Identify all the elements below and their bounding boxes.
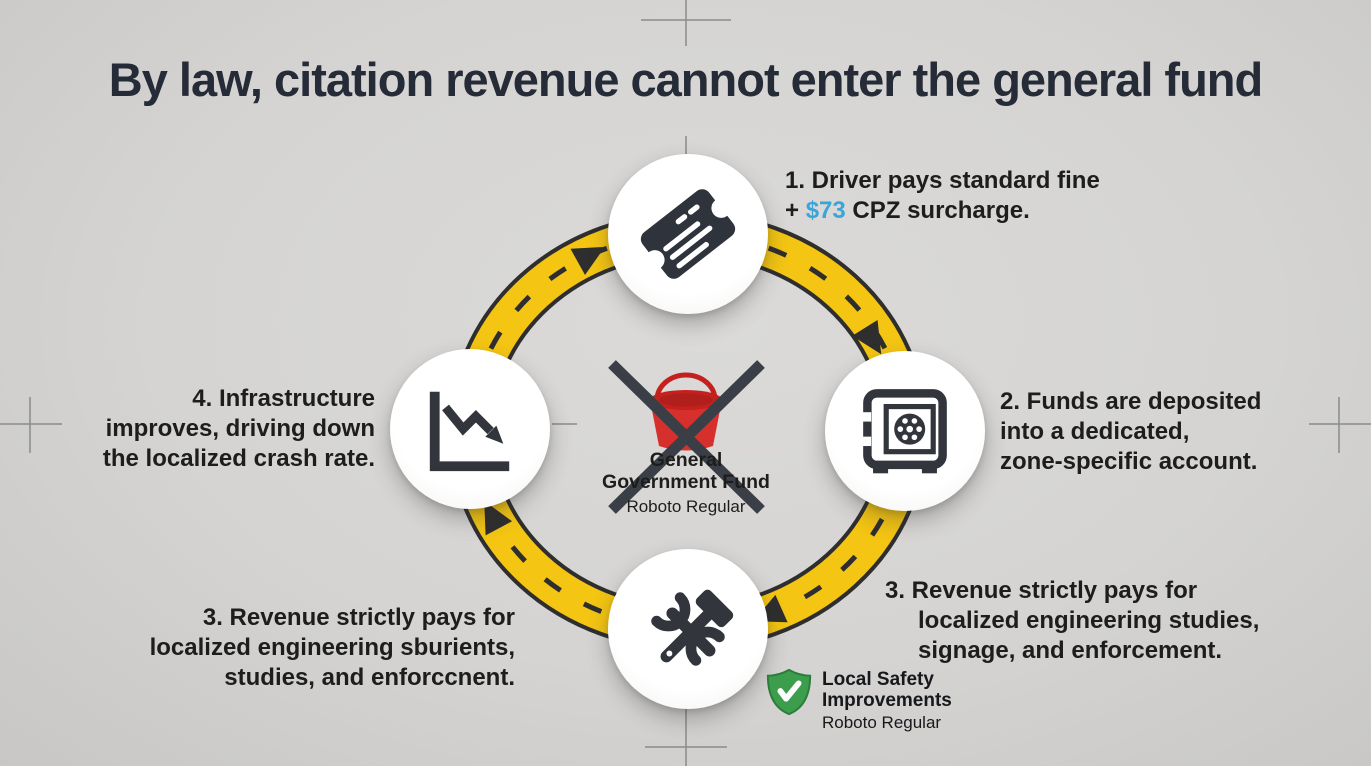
center-label-line1: General (649, 449, 723, 471)
flow-arrow-to-top (570, 246, 605, 276)
crop-mark-bottom-vertical (685, 706, 687, 766)
crop-mark-left-vertical (29, 397, 31, 453)
tools-icon (651, 589, 734, 666)
safe-icon (862, 389, 947, 474)
crop-mark-right-horizontal (1309, 423, 1371, 425)
flow-arrow-to-right (852, 319, 882, 355)
center-label-line2: Government Fund (602, 470, 770, 493)
shield-check-icon (766, 668, 812, 716)
crop-mark-right-vertical (1338, 397, 1340, 453)
center-guide-top-segment (685, 136, 687, 158)
node-dedicated-account (825, 351, 985, 511)
x-mark (608, 360, 765, 514)
crop-mark-left-horizontal (0, 423, 62, 425)
safety-badge-label: Local Safety Improvements Roboto Regular (822, 669, 952, 732)
chart-down-icon (429, 391, 510, 472)
node-improvements (608, 549, 768, 709)
surcharge-amount: $73 (805, 196, 846, 224)
badge-label-line1: Local Safety (822, 669, 934, 690)
step-1-text: 1. Driver pays standard fine + $73 CPZ s… (785, 166, 1100, 226)
step-4-text: 4. Infrastructure improves, driving down… (102, 385, 375, 472)
page-title: By law, citation revenue cannot enter th… (108, 53, 1263, 106)
step-3-left-text: 3. Revenue strictly pays for localized e… (149, 604, 515, 691)
badge-label-line2: Improvements (822, 690, 952, 712)
step-3-right-text: 3. Revenue strictly pays for localized e… (885, 577, 1260, 664)
step-1-line1: 1. Driver pays standard fine (785, 167, 1100, 194)
crop-mark-top-horizontal (641, 19, 731, 21)
step-2-text: 2. Funds are deposited into a dedicated,… (1000, 388, 1262, 475)
crop-mark-bottom-horizontal (645, 746, 727, 748)
crop-mark-top-vertical (685, 0, 687, 46)
crossed-out-bucket-icon (608, 360, 765, 514)
node-citation-ticket (608, 154, 768, 314)
center-label: General Government Fund Roboto Regular (536, 449, 836, 516)
flow-arrow-to-left (484, 500, 513, 536)
ticket-icon (640, 189, 736, 279)
node-crash-rate (390, 349, 550, 509)
badge-sublabel: Roboto Regular (822, 712, 942, 732)
center-sublabel: Roboto Regular (626, 496, 746, 516)
center-guide-left-segment (552, 423, 577, 425)
step-1-line2: + $73 CPZ surcharge. (785, 196, 1030, 224)
